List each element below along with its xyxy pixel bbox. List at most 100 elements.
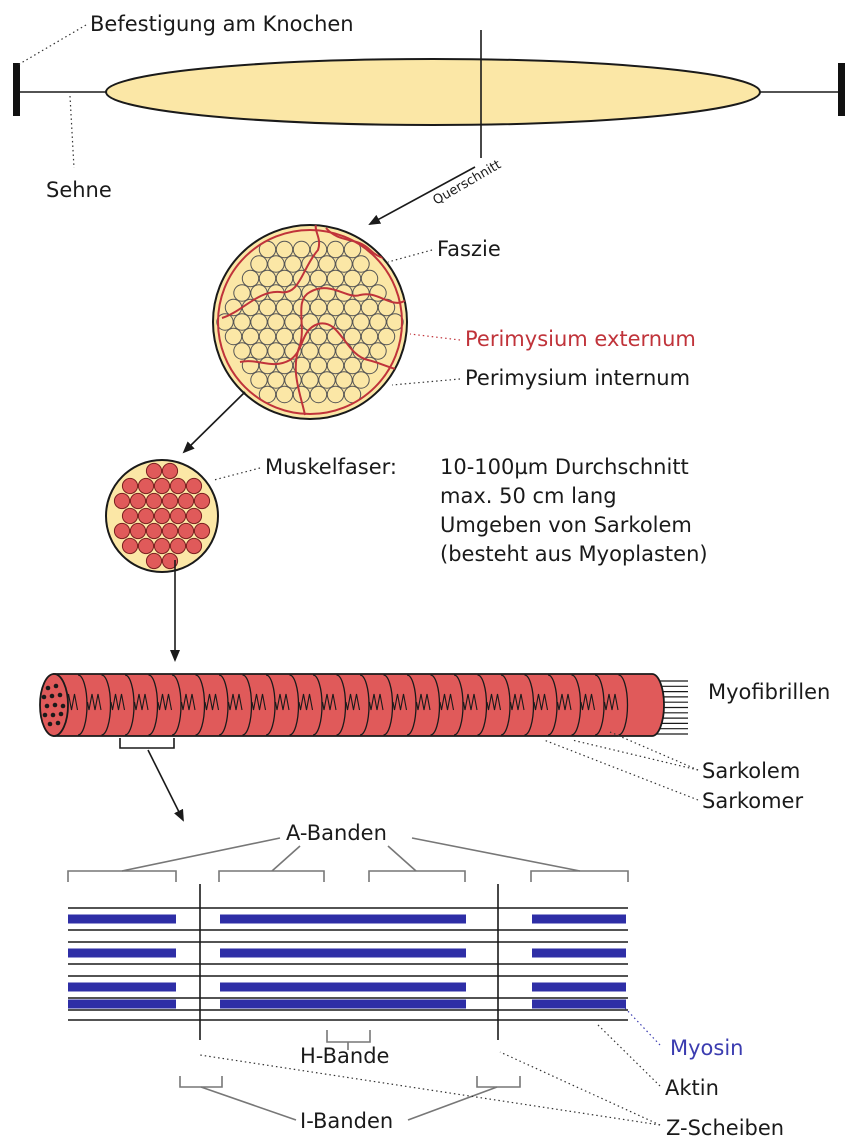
- fiber-info: 10-100µm Durchschnitt max. 50 cm lang Um…: [440, 455, 708, 566]
- muscle-fiber-section: [285, 314, 301, 330]
- label-fascia: Faszie: [437, 237, 501, 261]
- muscle-fiber-section: [370, 314, 386, 330]
- muscle-fiber-section: [259, 270, 275, 286]
- label-i-bands: I-Banden: [300, 1109, 393, 1133]
- myofibril-section: [170, 508, 185, 523]
- myofibril-section: [186, 538, 201, 553]
- muscle-fiber-section: [251, 343, 267, 359]
- muscle-fiber-section: [344, 270, 360, 286]
- muscle-fiber-section: [276, 386, 292, 402]
- muscle-fiber-section: [327, 299, 343, 315]
- muscle-fiber-section: [251, 372, 267, 388]
- myofibril-section: [178, 523, 193, 538]
- myosin-filament: [68, 1000, 176, 1009]
- myofibril-section: [186, 478, 201, 493]
- muscle-fiber-section: [268, 256, 284, 272]
- label-a-bands: A-Banden: [286, 821, 387, 845]
- muscle-fiber-section: [319, 343, 335, 359]
- bone-attachment-right: [838, 63, 845, 116]
- myofibril-section: [114, 523, 129, 538]
- label-attachment: Befestigung am Knochen: [90, 12, 354, 36]
- myosin-filament: [68, 983, 176, 992]
- myofibril-end-dot: [59, 712, 64, 717]
- arrow-to-fiber-bundle: [184, 392, 245, 452]
- fiber-info-line: (besteht aus Myoplasten): [440, 542, 708, 566]
- myosin-filament: [532, 1000, 626, 1009]
- muscle-fiber-section: [302, 372, 318, 388]
- myofibril-section: [194, 493, 209, 508]
- muscle-fiber-section: [268, 314, 284, 330]
- myofibril-end-dot: [51, 713, 56, 718]
- muscle-fiber-section: [259, 299, 275, 315]
- muscle-fiber-section: [353, 372, 369, 388]
- muscle-fiber-section: [327, 386, 343, 402]
- myosin-filament: [220, 949, 466, 958]
- myofibril-section: [170, 478, 185, 493]
- muscle-fiber-section: [310, 357, 326, 373]
- myofibril-section: [162, 493, 177, 508]
- myofibril-end-dot: [50, 694, 55, 699]
- label-actin: Aktin: [665, 1076, 719, 1100]
- muscle-fiber-section: [268, 343, 284, 359]
- muscle-fiber-section: [319, 256, 335, 272]
- muscle-fiber-section: [259, 328, 275, 344]
- myofibril-section: [194, 523, 209, 538]
- myosin-filament: [532, 915, 626, 924]
- myofibril-section: [122, 508, 137, 523]
- muscle-fiber-section: [387, 314, 403, 330]
- muscle-fiber-section: [310, 328, 326, 344]
- fascicle-cross-section: [106, 460, 218, 572]
- myofibril-section: [138, 538, 153, 553]
- muscle-fiber-section: [259, 357, 275, 373]
- myofibril-section: [154, 478, 169, 493]
- muscle-fiber-section: [353, 285, 369, 301]
- label-sarcolemma: Sarkolem: [702, 759, 800, 783]
- myofibril-section: [162, 463, 177, 478]
- muscle-fiber-section: [251, 314, 267, 330]
- muscle-fiber-section: [361, 299, 377, 315]
- label-perimysium-externum: Perimysium externum: [465, 327, 696, 351]
- myofibril-end-dot: [56, 721, 61, 726]
- muscle-fiber-section: [242, 328, 258, 344]
- label-sarcomere: Sarkomer: [702, 789, 803, 813]
- muscle-fiber-section: [344, 357, 360, 373]
- myofibril-section: [154, 508, 169, 523]
- arrow-to-sarcomere: [148, 750, 183, 820]
- muscle-cross-section: [213, 224, 410, 419]
- myofibril-section: [162, 523, 177, 538]
- myofibril-section: [130, 493, 145, 508]
- label-h-band: H-Bande: [300, 1044, 389, 1068]
- muscle-fiber-section: [225, 328, 241, 344]
- muscle-fiber-section: [336, 314, 352, 330]
- myofibril-section: [114, 493, 129, 508]
- muscle-fiber-section: [370, 343, 386, 359]
- myosin-filament: [220, 983, 466, 992]
- muscle-fiber-section: [361, 328, 377, 344]
- myosin-filament: [532, 949, 626, 958]
- muscle-fiber-section: [302, 343, 318, 359]
- muscle-fiber-section: [276, 241, 292, 257]
- myofibril-section: [146, 493, 161, 508]
- muscle-fiber-section: [251, 285, 267, 301]
- fiber-info-line: 10-100µm Durchschnitt: [440, 455, 689, 479]
- muscle-fiber-section: [353, 256, 369, 272]
- muscle-fiber-cylinder: [40, 674, 688, 736]
- muscle-fiber-section: [285, 285, 301, 301]
- myofibril-section: [138, 478, 153, 493]
- myofibril-section: [146, 463, 161, 478]
- myosin-filament: [68, 915, 176, 924]
- myofibril-end-dot: [61, 704, 66, 709]
- myofibril-end-dot: [48, 722, 53, 727]
- muscle-fiber-section: [234, 285, 250, 301]
- myofibril-end-dot: [42, 695, 47, 700]
- myofibril-section: [122, 478, 137, 493]
- myofibril-end-dot: [43, 713, 48, 718]
- muscle-fiber-section: [276, 270, 292, 286]
- muscle-fiber-section: [285, 256, 301, 272]
- muscle-fiber-section: [251, 256, 267, 272]
- muscle-fiber-section: [310, 299, 326, 315]
- label-cross-section: Querschnitt: [431, 157, 504, 208]
- muscle-fiber-section: [276, 299, 292, 315]
- myofibril-section: [178, 493, 193, 508]
- myosin-filament: [220, 915, 466, 924]
